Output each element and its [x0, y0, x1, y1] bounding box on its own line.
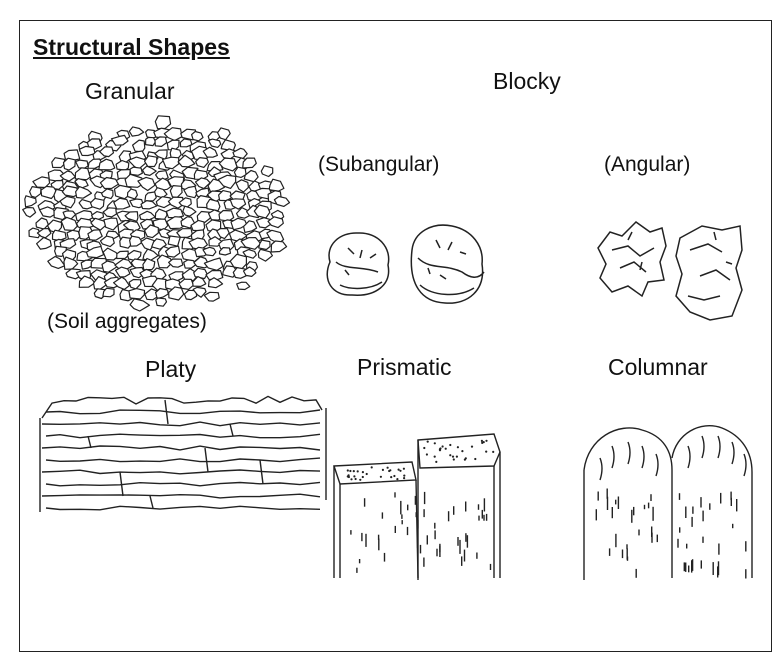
platy-illustration: [40, 396, 326, 512]
subangular-illustration: [327, 225, 484, 303]
columnar-illustration: [584, 426, 752, 580]
prismatic-illustration: [334, 434, 500, 580]
angular-illustration: [598, 222, 742, 320]
granular-illustration: [23, 116, 290, 311]
